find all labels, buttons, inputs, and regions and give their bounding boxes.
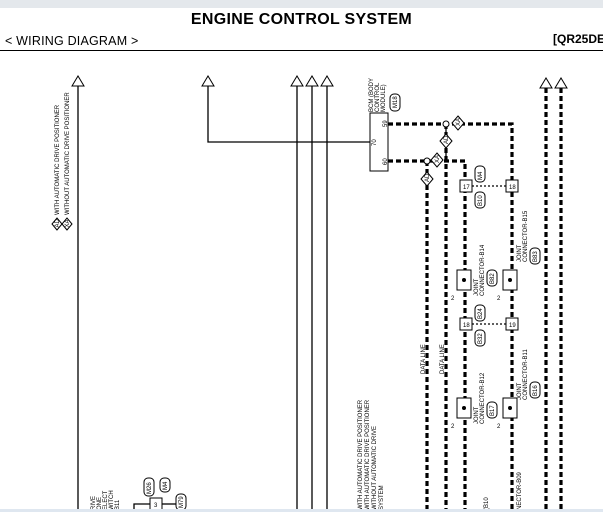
- option-tags: XA AD XA AD: [420, 115, 465, 187]
- legend-tag-ad: [51, 217, 63, 231]
- svg-text:B10: B10: [478, 195, 484, 206]
- svg-text:JOINT: JOINT: [517, 382, 523, 400]
- legend-tag-xa: [61, 217, 73, 231]
- svg-text:B17: B17: [490, 405, 496, 416]
- svg-text:JOINT: JOINT: [517, 244, 523, 262]
- continue-arrow-3: [290, 75, 304, 87]
- svg-text:CONTROL: CONTROL: [375, 82, 381, 112]
- svg-text:ELECT: ELECT: [103, 490, 109, 510]
- svg-text:CONNECTOR-B12: CONNECTOR-B12: [480, 372, 486, 424]
- pin-boxes: 17 18 M4 B10 18 19 B24 B32: [459, 165, 519, 347]
- svg-text:AD: AD: [425, 173, 431, 182]
- continue-arrow-7: [554, 77, 568, 89]
- joint-connectors: JOINT CONNECTOR-B14 B82 JOINT CONNECTOR-…: [451, 210, 541, 430]
- svg-text:CONNECTOR-B14: CONNECTOR-B14: [480, 244, 486, 296]
- svg-text:SYSTEM: SYSTEM: [379, 485, 385, 510]
- svg-text:ONE: ONE: [97, 497, 103, 510]
- svg-text:18: 18: [509, 185, 516, 191]
- svg-text:MODULE): MODULE): [381, 84, 387, 112]
- svg-text:RIVE: RIVE: [91, 496, 97, 510]
- continue-arrow-5: [320, 75, 334, 87]
- svg-text:WITH AUTOMATIC DRIVE POSITIONE: WITH AUTOMATIC DRIVE POSITIONER: [358, 399, 364, 510]
- svg-text:B32: B32: [478, 333, 484, 344]
- svg-text:WITCH: WITCH: [109, 490, 115, 510]
- svg-text:XA: XA: [435, 155, 441, 163]
- model-code: [QR25DE: [552, 32, 603, 46]
- bcm-module: BCM (BODY CONTROL MODULE) M18 59 70 60: [369, 78, 401, 172]
- svg-text:2: 2: [451, 296, 455, 302]
- bottom-bar: [0, 509, 603, 512]
- svg-text:B16: B16: [533, 385, 539, 396]
- legend-xa-code: XA: [65, 219, 71, 227]
- svg-text:CONNECTOR-B15: CONNECTOR-B15: [523, 210, 529, 262]
- svg-text:BCM (BODY: BCM (BODY: [369, 78, 375, 112]
- svg-text:19: 19: [509, 323, 516, 329]
- legend-ad-code: AD: [55, 218, 61, 227]
- diagram-type-label: < WIRING DIAGRAM >: [5, 34, 139, 48]
- page-title: ENGINE CONTROL SYSTEM: [190, 11, 413, 28]
- svg-text:M26: M26: [147, 482, 153, 494]
- svg-text:XA: XA: [456, 118, 462, 126]
- continue-arrow-1: [71, 75, 85, 87]
- svg-text:M4: M4: [478, 171, 484, 180]
- svg-text:B82: B82: [490, 273, 496, 284]
- svg-text:WITHOUT AUTOMATIC DRIVE: WITHOUT AUTOMATIC DRIVE: [372, 426, 378, 510]
- svg-text:3: 3: [154, 503, 158, 509]
- svg-text:AD: AD: [444, 135, 450, 144]
- svg-text:B11: B11: [115, 499, 121, 510]
- svg-text:M79: M79: [179, 496, 185, 508]
- svg-text:B83: B83: [533, 251, 539, 262]
- svg-text:CONNECTOR-B11: CONNECTOR-B11: [523, 349, 529, 400]
- svg-text:17: 17: [463, 185, 470, 191]
- continue-arrow-4: [305, 75, 319, 87]
- header-rule: [0, 50, 603, 51]
- svg-text:60: 60: [383, 158, 389, 165]
- svg-text:JOINT: JOINT: [474, 406, 480, 424]
- svg-text:JOINT: JOINT: [474, 278, 480, 296]
- svg-text:M4: M4: [163, 481, 169, 490]
- data-line-label-2: DATA LINE: [440, 344, 446, 374]
- svg-text:NECTOR-B09: NECTOR-B09: [517, 471, 523, 510]
- svg-text:59: 59: [383, 120, 389, 127]
- svg-text:2: 2: [497, 424, 501, 430]
- legend-xa-text: WITHOUT AUTOMATIC DRIVE POSITIONER: [65, 92, 71, 215]
- svg-text:(B10: (B10: [484, 497, 490, 510]
- continue-arrow-6: [539, 77, 553, 89]
- svg-text:2: 2: [497, 296, 501, 302]
- continue-arrow-2: [201, 75, 215, 87]
- top-bar: [0, 0, 603, 8]
- svg-text:2: 2: [451, 424, 455, 430]
- svg-text:70: 70: [372, 139, 378, 146]
- lower-left-switch: RIVE ONE ELECT WITCH B11 M26 M4 M79 3: [91, 477, 187, 512]
- svg-text:B24: B24: [478, 308, 484, 319]
- svg-text:18: 18: [463, 323, 470, 329]
- legend: AD WITH AUTOMATIC DRIVE POSITIONER XA WI…: [51, 92, 73, 231]
- svg-text:WITH AUTOMATIC DRIVE POSITIONE: WITH AUTOMATIC DRIVE POSITIONER: [365, 399, 371, 510]
- bcm-connector: M18: [393, 96, 399, 108]
- legend-ad-text: WITH AUTOMATIC DRIVE POSITIONER: [55, 104, 61, 215]
- data-line-label-1: DATA LINE: [421, 344, 427, 374]
- note-text: WITH AUTOMATIC DRIVE POSITIONER WITH AUT…: [358, 399, 385, 510]
